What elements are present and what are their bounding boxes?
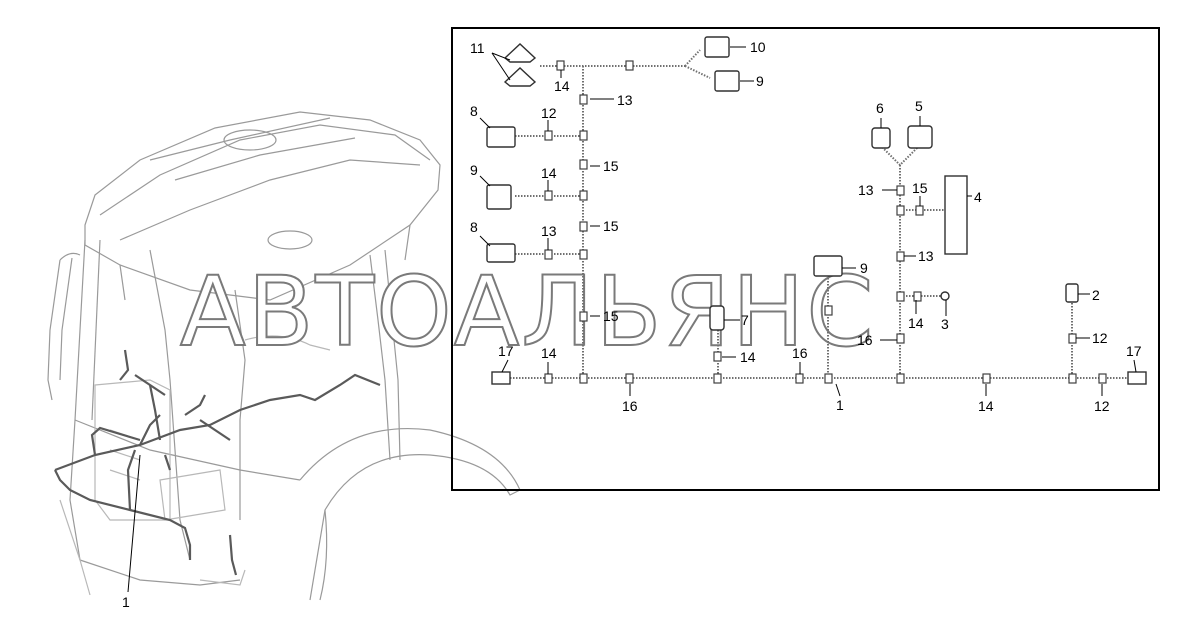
label-17-right: 17 xyxy=(1126,343,1142,359)
label-15-upper: 15 xyxy=(603,158,619,174)
label-13-right-top: 13 xyxy=(858,182,874,198)
relay-block-11a xyxy=(503,43,537,63)
callout-1: 1 xyxy=(122,594,130,610)
label-12-bottom-right: 12 xyxy=(1094,398,1110,414)
label-16-center: 16 xyxy=(792,345,808,361)
label-13-top: 13 xyxy=(617,92,633,108)
label-15-lower: 15 xyxy=(603,308,619,324)
label-15-right: 15 xyxy=(912,180,928,196)
label-14-right: 14 xyxy=(908,315,924,331)
label-9-top: 9 xyxy=(756,73,764,89)
relay-block-11b xyxy=(503,67,537,87)
label-2: 2 xyxy=(1092,287,1100,303)
tractor-cab-illustration: 1 xyxy=(47,111,521,610)
label-4: 4 xyxy=(974,189,982,205)
label-5: 5 xyxy=(915,98,923,114)
schematic-panel: 11 14 13 10 9 8 12 9 14 15 8 13 15 15 17… xyxy=(451,27,1160,491)
label-8-mid: 8 xyxy=(470,219,478,235)
label-9-center: 9 xyxy=(860,260,868,276)
label-13-mid: 13 xyxy=(541,223,557,239)
label-10: 10 xyxy=(750,39,766,55)
label-14-top: 14 xyxy=(554,78,570,94)
label-14-center: 14 xyxy=(740,349,756,365)
label-9-mid: 9 xyxy=(470,162,478,178)
label-12-right: 12 xyxy=(1092,330,1108,346)
label-14-bottom-right: 14 xyxy=(978,398,994,414)
label-16-bottom: 16 xyxy=(622,398,638,414)
label-16-right: 16 xyxy=(857,332,873,348)
label-8-top: 8 xyxy=(470,103,478,119)
watermark-text: АВТОАЛЬЯНС xyxy=(180,256,875,368)
label-14-mid: 14 xyxy=(541,165,557,181)
label-1: 1 xyxy=(836,397,844,413)
label-11: 11 xyxy=(470,40,485,56)
label-12-top: 12 xyxy=(541,105,557,121)
label-13-right-mid: 13 xyxy=(918,248,934,264)
label-14-bottom-left: 14 xyxy=(541,345,557,361)
label-17-left: 17 xyxy=(498,343,514,359)
label-3: 3 xyxy=(941,316,949,332)
label-7: 7 xyxy=(741,312,749,328)
label-6: 6 xyxy=(876,100,884,116)
label-15-middle: 15 xyxy=(603,218,619,234)
